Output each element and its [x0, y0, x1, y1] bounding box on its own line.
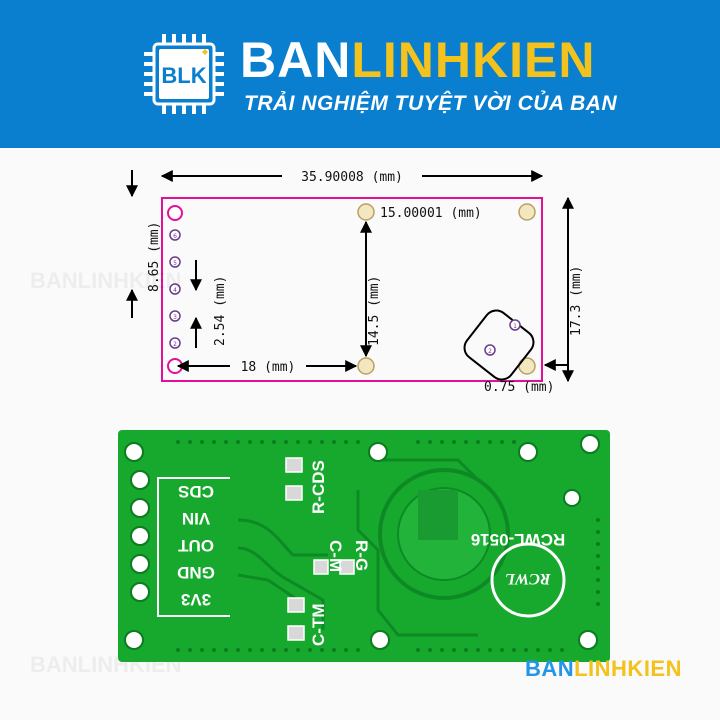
- pin-number: 6: [173, 233, 177, 240]
- label-r-cds: R-CDS: [309, 460, 328, 514]
- total-height-label: 17.3 (mm): [569, 266, 584, 336]
- pin-number: 4: [173, 287, 177, 294]
- board-outline: [161, 197, 543, 382]
- hole-span-label: 15.00001 (mm): [380, 206, 482, 221]
- pin-label-gnd: GND: [177, 563, 215, 582]
- board-mount-hole: [370, 630, 390, 650]
- pcb-board: 3V3 GND OUT VIN CDS R-CDS C-M R-G C-TM R…: [118, 430, 610, 662]
- brand-name: BANLINHKIEN: [240, 30, 595, 90]
- sensor-pin: 2: [488, 348, 492, 355]
- antenna-ring: [378, 468, 510, 600]
- pin-number: 2: [173, 341, 177, 348]
- hole-vspan-label: 14.5 (mm): [367, 276, 382, 346]
- pin-column: [169, 229, 181, 349]
- pin-label-out: OUT: [177, 536, 214, 555]
- board-mount-hole: [368, 442, 388, 462]
- dimension-diagram: 35.90008 (mm) 8.65 (mm) 6 5 4 3 2 2.54 (…: [126, 166, 584, 395]
- bottom-label: 18 (mm): [241, 360, 296, 375]
- pin-label-3v3: 3V3: [181, 590, 211, 609]
- watermark: BANLINHKIEN: [30, 268, 182, 293]
- tagline: TRẢI NGHIỆM TUYỆT VỜI CỦA BẠN: [244, 92, 618, 115]
- pin-label-vin: VIN: [182, 509, 210, 528]
- height-label: 8.65 (mm): [147, 222, 162, 292]
- board-mount-hole: [580, 434, 600, 454]
- footer-brand: BANLINHKIEN: [524, 656, 682, 681]
- pad-r-cds: [285, 485, 303, 501]
- pin-number: 3: [173, 314, 177, 321]
- pin-label-cds: CDS: [178, 482, 214, 501]
- mount-hole-top-left: [167, 205, 183, 221]
- blk-chip-logo: BLK: [144, 34, 224, 114]
- sensor-pin: 1: [513, 323, 517, 330]
- header-banner: [0, 0, 720, 148]
- model-label: RCWL-0516: [471, 530, 565, 549]
- label-c-tm: C-TM: [309, 604, 328, 646]
- logo-text: BLK: [161, 63, 206, 88]
- mount-hole: [518, 203, 536, 221]
- pin-number: 5: [173, 260, 177, 267]
- brand-part1: BAN: [240, 32, 352, 88]
- watermark: BANLINHKIEN: [30, 652, 182, 677]
- offset-label: 0.75 (mm): [484, 380, 554, 395]
- board-mount-hole: [578, 630, 598, 650]
- board-mount-hole: [518, 442, 538, 462]
- mount-hole: [357, 357, 375, 375]
- header-pins: [124, 442, 150, 650]
- label-c-m: C-M: [326, 540, 345, 572]
- rcwl-logo: [490, 542, 566, 618]
- pad-r-cds: [285, 457, 303, 473]
- width-label: 35.90008 (mm): [301, 170, 403, 185]
- mount-hole: [357, 203, 375, 221]
- rcwl-logo-text: RCWL: [505, 570, 552, 587]
- label-r-g: R-G: [352, 540, 371, 571]
- pitch-label: 2.54 (mm): [213, 276, 228, 346]
- brand-part2: LINHKIEN: [351, 32, 596, 88]
- board-mount-hole: [563, 489, 581, 507]
